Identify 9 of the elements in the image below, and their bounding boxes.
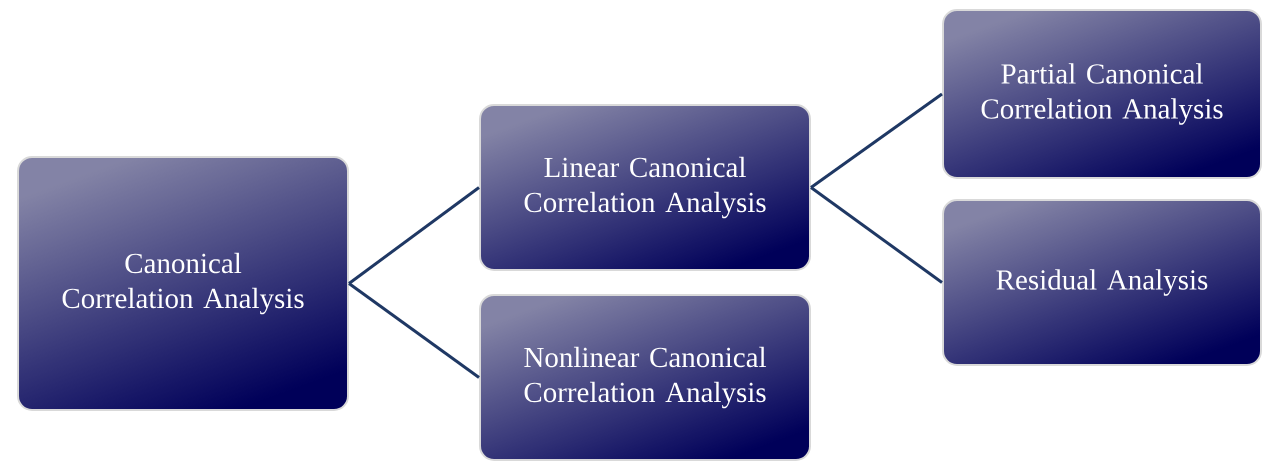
connector-line — [810, 92, 943, 189]
process-box: Linear Canonical Correlation Analysis — [479, 104, 811, 271]
process-box: Nonlinear Canonical Correlation Analysis — [479, 294, 811, 461]
process-box: Canonical Correlation Analysis — [17, 156, 349, 411]
connector-line — [348, 282, 480, 379]
connector-line — [348, 186, 480, 285]
process-box: Residual Analysis — [942, 199, 1262, 366]
process-box: Partial Canonical Correlation Analysis — [942, 9, 1262, 179]
connector-line — [810, 186, 943, 284]
